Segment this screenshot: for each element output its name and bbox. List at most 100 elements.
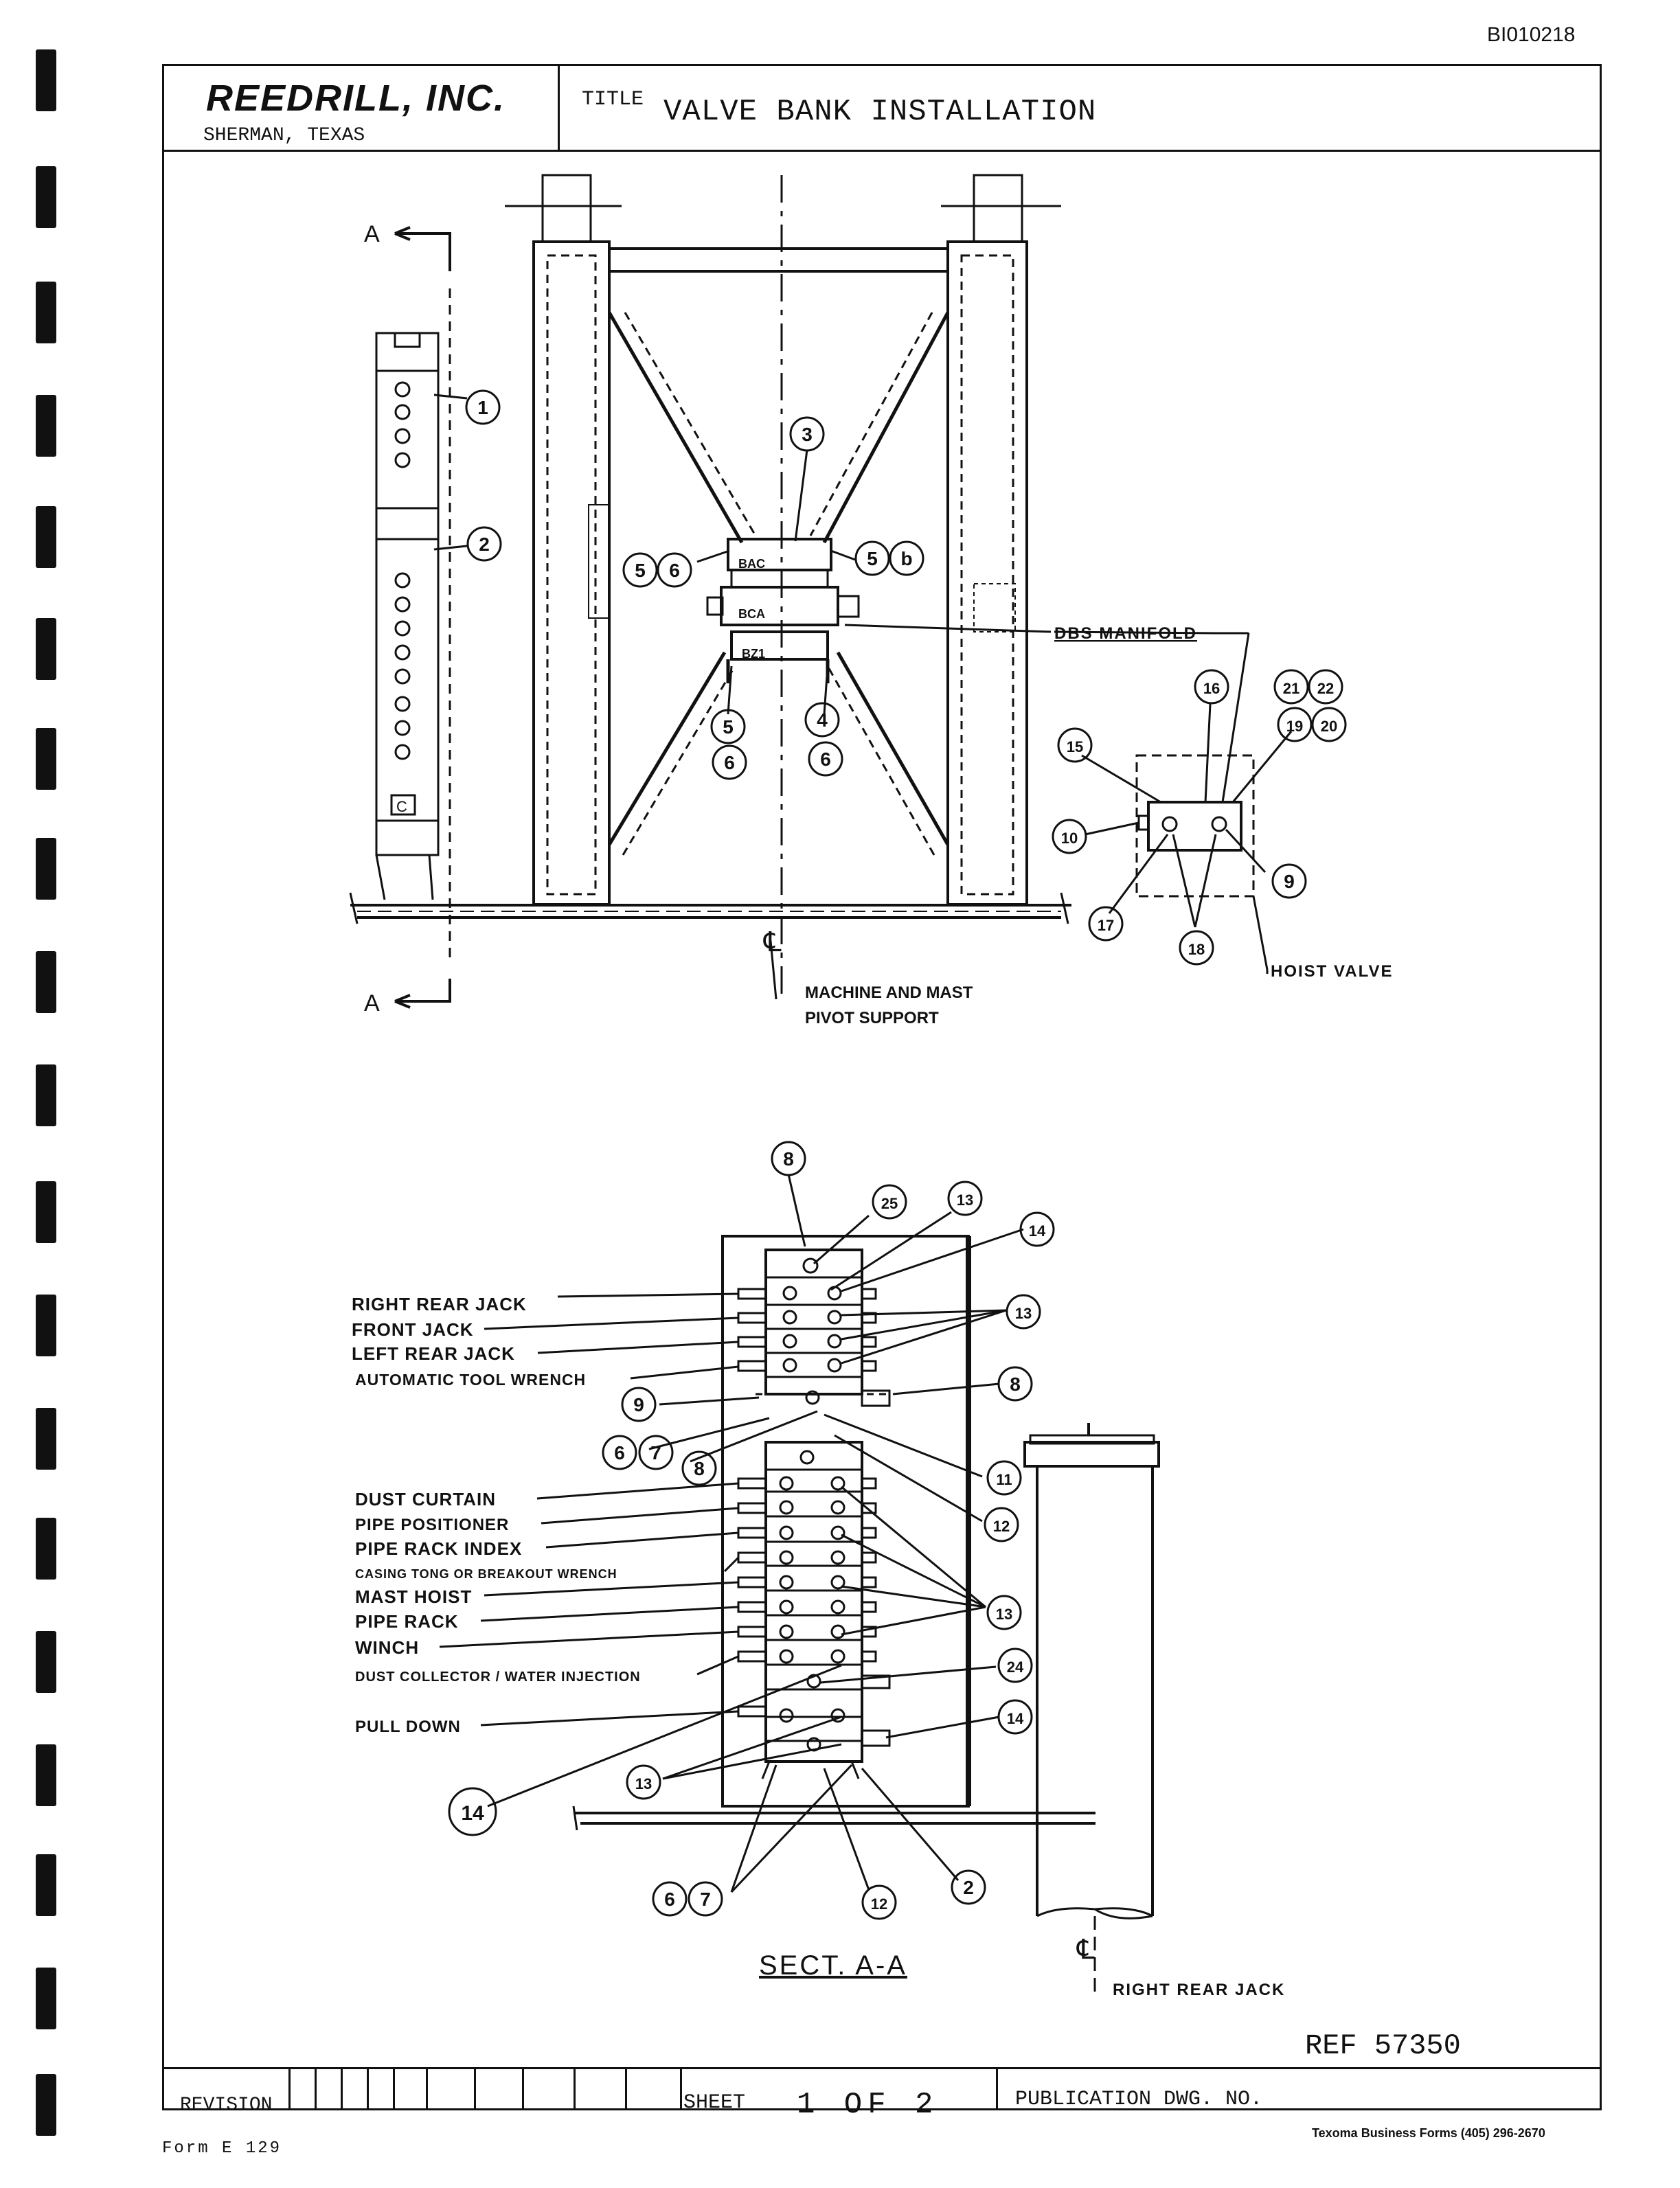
balloon-1: 1: [477, 397, 488, 418]
right-rear-jack-cylinder: [1023, 1423, 1160, 1992]
hoist-valve-label: HOIST VALVE: [1271, 962, 1393, 981]
section-balloons: [448, 1141, 1055, 1920]
section-mark-a-bottom: A: [364, 990, 380, 1016]
document-id: BI010218: [1487, 23, 1576, 46]
balloon-15: 15: [1067, 738, 1083, 755]
balloon-7: 7: [700, 1889, 711, 1910]
balloon-25: 25: [881, 1195, 898, 1212]
balloon-5: 5: [867, 548, 878, 569]
jack-label: RIGHT REAR JACK: [1113, 1981, 1285, 1999]
revision-cell-divider: [522, 2069, 524, 2110]
dbs-manifold-block: [706, 538, 860, 683]
upper-balloons: [465, 389, 1347, 966]
balloon-20: 20: [1321, 718, 1337, 735]
revision-cell-divider: [315, 2069, 317, 2110]
upper-valve-bank: [737, 1249, 891, 1407]
title-block: [162, 64, 1602, 152]
section-label-leaders: [439, 1292, 740, 1727]
revision-cell-divider: [367, 2069, 369, 2110]
binder-punch: [36, 49, 56, 111]
balloon-6: 6: [614, 1442, 625, 1463]
revision-cell-divider: [288, 2069, 291, 2110]
binder-punch: [36, 951, 56, 1013]
balloon-8: 8: [694, 1458, 705, 1479]
balloon-14: 14: [461, 1802, 484, 1825]
section-mark-a-top: A: [364, 221, 380, 247]
binder-punch: [36, 1631, 56, 1693]
balloon-5: 5: [723, 716, 734, 738]
title-divider: [558, 64, 560, 152]
binder-punch: [36, 2074, 56, 2136]
company-name: REEDRILL, INC.: [206, 78, 506, 119]
balloon-9: 9: [633, 1394, 644, 1415]
centerline-mark-section: ℄: [1076, 1935, 1095, 1965]
balloon-6: 6: [664, 1889, 675, 1910]
lower-valve-bank: [737, 1441, 891, 1779]
block-label-bca: BCA: [738, 607, 765, 621]
drawing-title: VALVE BANK INSTALLATION: [663, 95, 1097, 129]
block-label-bz1: BZ1: [742, 647, 765, 661]
label-mast-hoist: MAST HOIST: [355, 1586, 472, 1607]
hoist-valve: [1135, 754, 1269, 974]
binder-punch: [36, 166, 56, 228]
binder-punch: [36, 838, 56, 900]
revision-cell-divider: [625, 2069, 627, 2110]
binder-punch: [36, 728, 56, 790]
form-label: Form E 129: [162, 2139, 282, 2158]
centerline-mark-upper: ℄: [763, 927, 782, 957]
revision-cell-divider: [341, 2069, 343, 2110]
binder-punch: [36, 282, 56, 343]
balloon-4: 4: [817, 709, 828, 731]
balloon-19: 19: [1286, 718, 1303, 735]
sheet-label: SHEET: [683, 2091, 746, 2115]
balloon-13: 13: [635, 1775, 652, 1792]
title-label: TITLE: [582, 88, 644, 111]
balloon-14: 14: [1029, 1222, 1046, 1240]
balloon-3: 3: [802, 424, 813, 445]
binder-punch: [36, 618, 56, 680]
balloon-22: 22: [1317, 680, 1334, 697]
balloon-24: 24: [1007, 1659, 1024, 1676]
revision-cell-divider: [574, 2069, 576, 2110]
label-pipe-rack-index: PIPE RACK INDEX: [355, 1538, 522, 1559]
mast-frame: [505, 174, 1061, 906]
binder-punch: [36, 1064, 56, 1126]
revision-cell-divider: [680, 2069, 682, 2110]
balloon-8: 8: [783, 1148, 794, 1170]
balloon-13: 13: [1015, 1305, 1032, 1322]
sheet-value: 1 OF 2: [797, 2088, 939, 2122]
binder-punch: [36, 395, 56, 457]
binder-punch: [36, 1518, 56, 1580]
pivot-label-line2: PIVOT SUPPORT: [805, 1009, 939, 1027]
binder-punch: [36, 1744, 56, 1806]
balloon-18: 18: [1188, 941, 1205, 958]
binder-punch: [36, 1408, 56, 1470]
revision-label: REVISION: [180, 2095, 273, 2116]
balloon-16: 16: [1203, 680, 1220, 697]
balloon-21: 21: [1283, 680, 1299, 697]
section-cut-line: [394, 226, 451, 1009]
label-dust-curtain: DUST CURTAIN: [355, 1489, 496, 1509]
footer-divider: [162, 2067, 1602, 2069]
sheet-cell-divider: [996, 2069, 998, 2110]
binder-punch: [36, 506, 56, 568]
reference-number: REF 57350: [1305, 2029, 1461, 2062]
label-pipe-rack: PIPE RACK: [355, 1611, 459, 1632]
valve-c-mark: C: [396, 798, 407, 815]
revision-cell-divider: [393, 2069, 395, 2110]
publication-label: PUBLICATION DWG. NO.: [1015, 2088, 1263, 2111]
binder-punch: [36, 1854, 56, 1916]
valve-stack-side-view: [375, 332, 440, 900]
balloon-6: 6: [724, 752, 735, 773]
balloon-13: 13: [957, 1192, 973, 1209]
balloon-12: 12: [993, 1518, 1010, 1535]
binder-punch: [36, 1968, 56, 2029]
revision-cell-divider: [474, 2069, 476, 2110]
label-casing-tong: CASING TONG OR BREAKOUT WRENCH: [355, 1567, 617, 1581]
balloon-9: 9: [1284, 871, 1295, 892]
base-beam: [349, 892, 1071, 924]
balloon-8: 8: [1010, 1374, 1021, 1395]
label-right-rear-jack: RIGHT REAR JACK: [352, 1294, 527, 1314]
revision-cell-divider: [426, 2069, 428, 2110]
